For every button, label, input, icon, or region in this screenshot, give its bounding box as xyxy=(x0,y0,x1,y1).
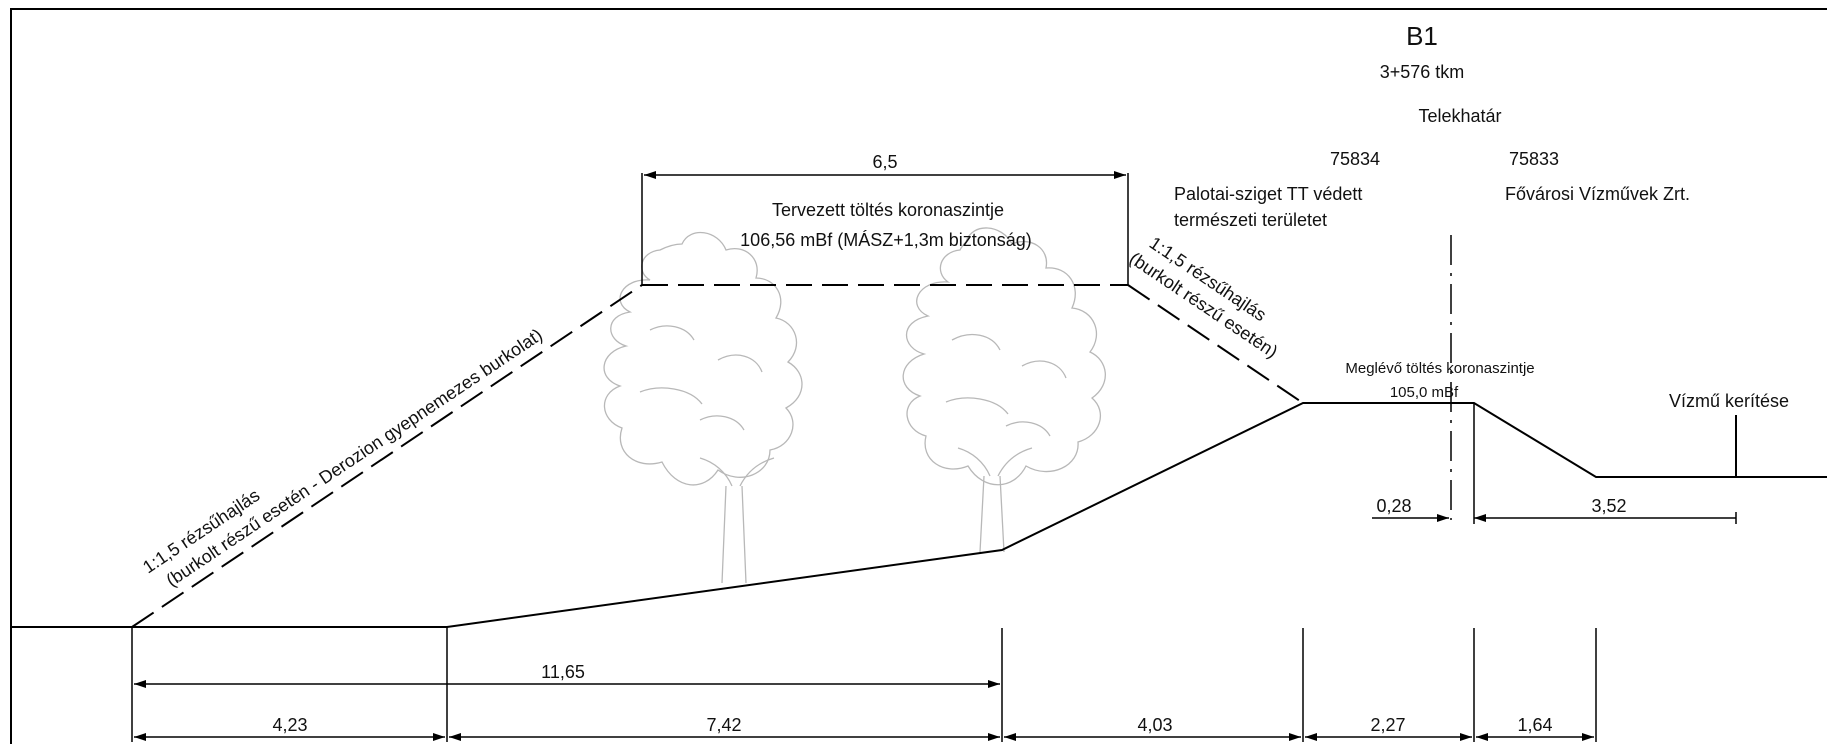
dimension-11-65-label: 11,65 xyxy=(541,662,585,682)
left-slope-annotation: 1:1,5 rézsűhajlás (burkolt részű esetén … xyxy=(139,325,546,591)
tree-icon xyxy=(902,227,1106,553)
right-slope-annotation: 1:1,5 rézsűhajlás (burkolt részű esetén) xyxy=(1126,233,1282,362)
dimension-7-42-label: 7,42 xyxy=(706,715,741,735)
property-boundary-label: Telekhatár xyxy=(1418,106,1501,126)
dimension-3-52-label: 3,52 xyxy=(1591,496,1626,516)
parcel-owner-left-line1: Palotai-sziget TT védett xyxy=(1174,184,1362,204)
existing-crest-level: 105,0 mBf xyxy=(1390,384,1459,401)
parcel-owner-right: Fővárosi Vízművek Zrt. xyxy=(1505,184,1690,204)
dimension-0-28-label: 0,28 xyxy=(1376,496,1411,516)
dimension-1-64-label: 1,64 xyxy=(1517,715,1552,735)
dimension-4-03-label: 4,03 xyxy=(1137,715,1172,735)
tree-icon xyxy=(603,231,803,584)
parcel-number-right: 75833 xyxy=(1509,149,1559,169)
left-slope-note: (burkolt részű esetén - Derozion gyepnem… xyxy=(162,325,546,591)
parcel-number-left: 75834 xyxy=(1330,149,1380,169)
dimension-2-27-label: 2,27 xyxy=(1370,715,1405,735)
parcel-owner-left-line2: természeti területet xyxy=(1174,210,1327,230)
crest-width-label: 6,5 xyxy=(872,152,897,172)
dimension-4-23-label: 4,23 xyxy=(272,715,307,735)
existing-crest-title: Meglévő töltés koronaszintje xyxy=(1345,360,1534,377)
drawing-frame xyxy=(10,8,1827,744)
planned-crest-title: Tervezett töltés koronaszintje xyxy=(772,200,1004,220)
fence-label: Vízmű kerítése xyxy=(1669,391,1789,411)
embankment-profile xyxy=(446,402,1827,628)
section-id: B1 xyxy=(1406,21,1438,51)
planned-crest-level: 106,56 mBf (MÁSZ+1,3m biztonság) xyxy=(740,230,1032,250)
chainage-label: 3+576 tkm xyxy=(1380,62,1465,82)
planned-slope-left xyxy=(131,284,643,628)
